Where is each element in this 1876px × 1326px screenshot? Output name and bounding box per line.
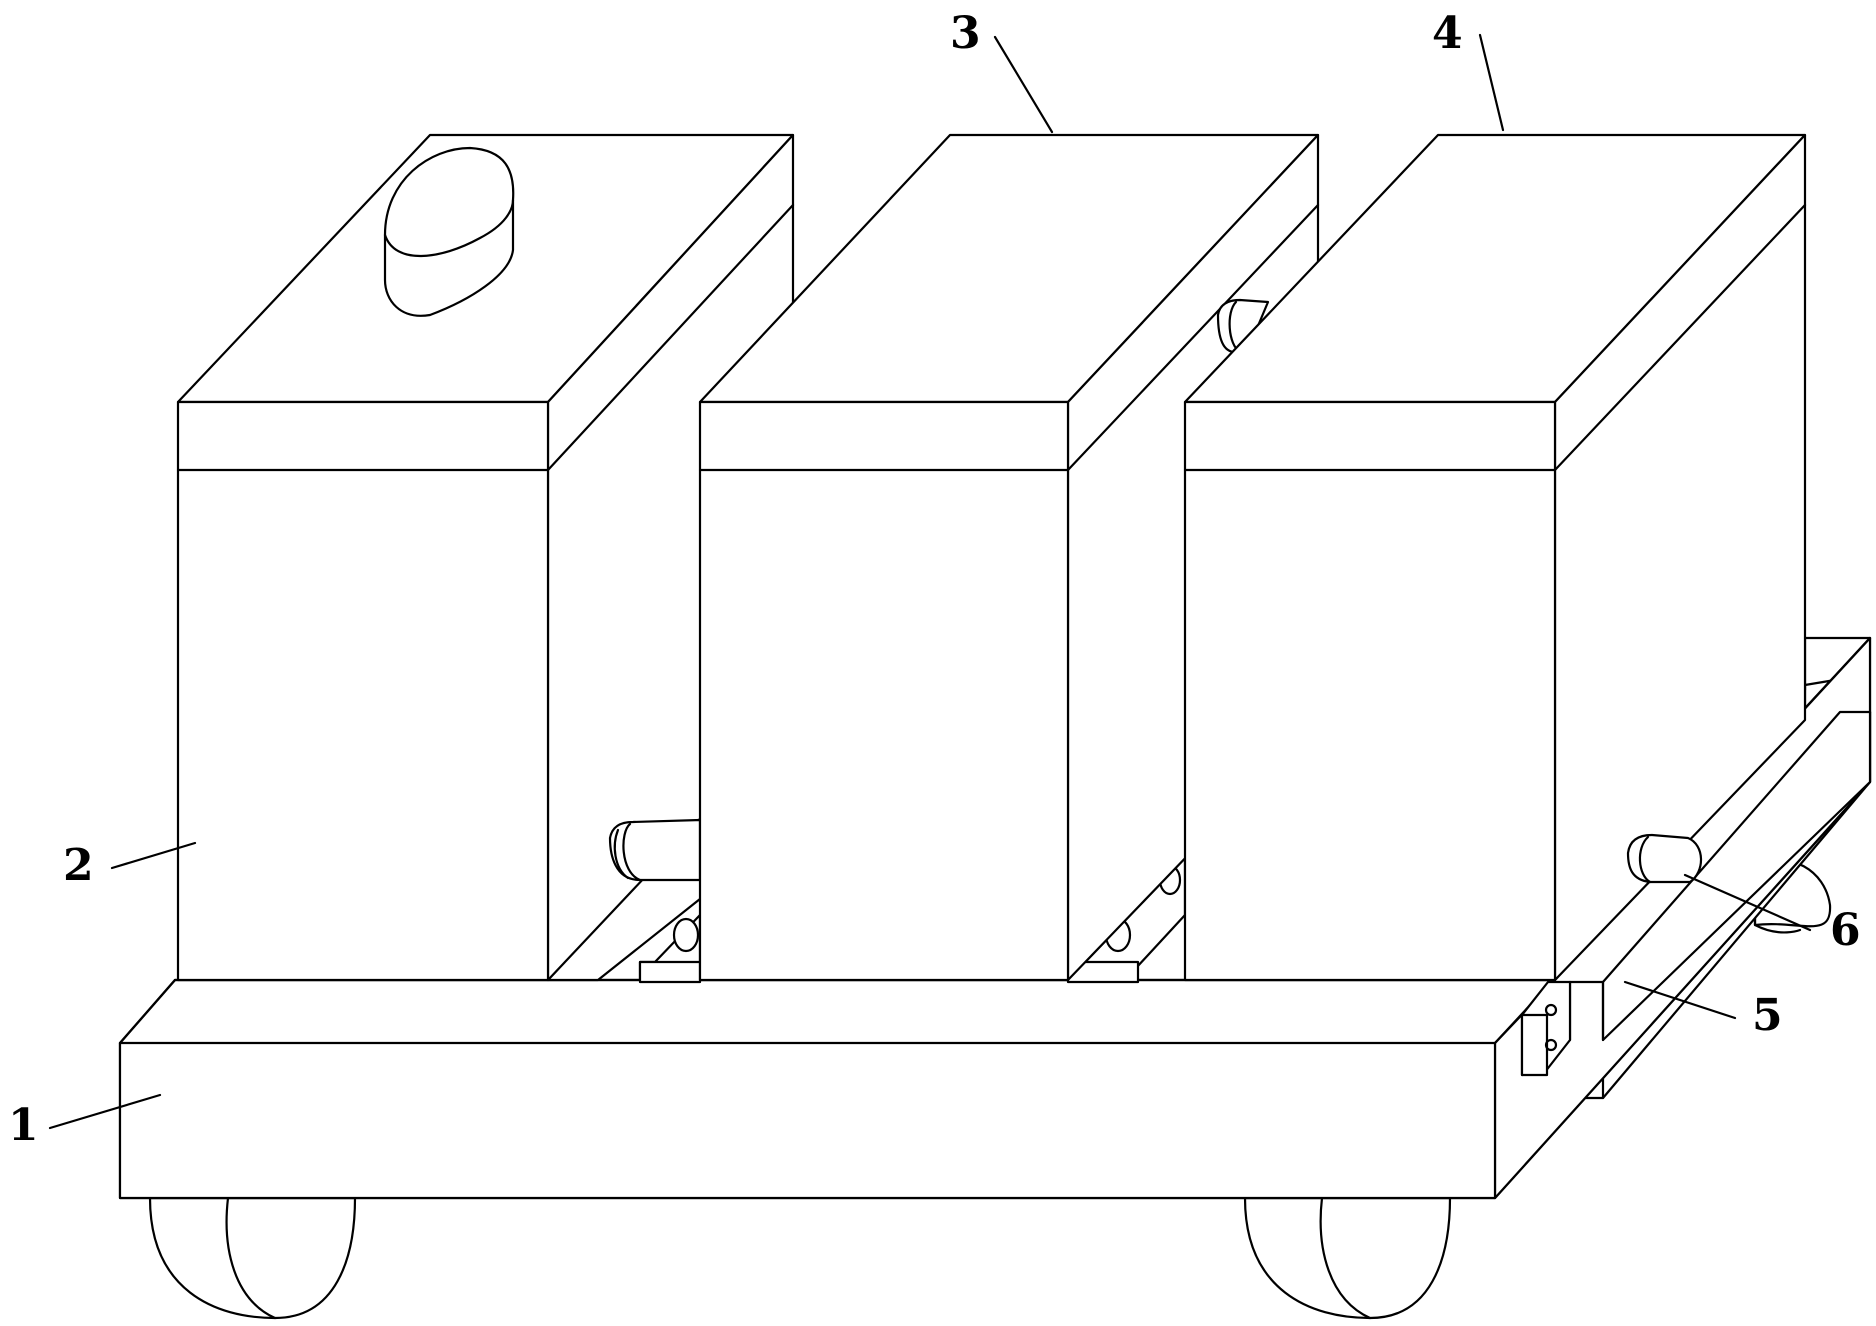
side-rail-front <box>1568 710 1872 1042</box>
label-1: 1 <box>8 1100 39 1151</box>
box-left-lid-knob <box>383 146 515 317</box>
leader-lines <box>48 33 1812 1130</box>
box-right <box>1183 133 1807 982</box>
part-labels: 1 2 3 4 5 6 <box>8 8 1861 1151</box>
label-4: 4 <box>1432 8 1463 59</box>
front-left-wheel <box>148 1196 357 1320</box>
front-bracket <box>1520 980 1572 1077</box>
label-6: 6 <box>1830 905 1861 956</box>
label-3: 3 <box>950 8 981 59</box>
label-2: 2 <box>63 840 94 891</box>
label-5: 5 <box>1752 990 1783 1041</box>
front-right-wheel <box>1243 1196 1452 1320</box>
pin-left <box>608 818 702 882</box>
pin-right <box>1626 833 1703 884</box>
